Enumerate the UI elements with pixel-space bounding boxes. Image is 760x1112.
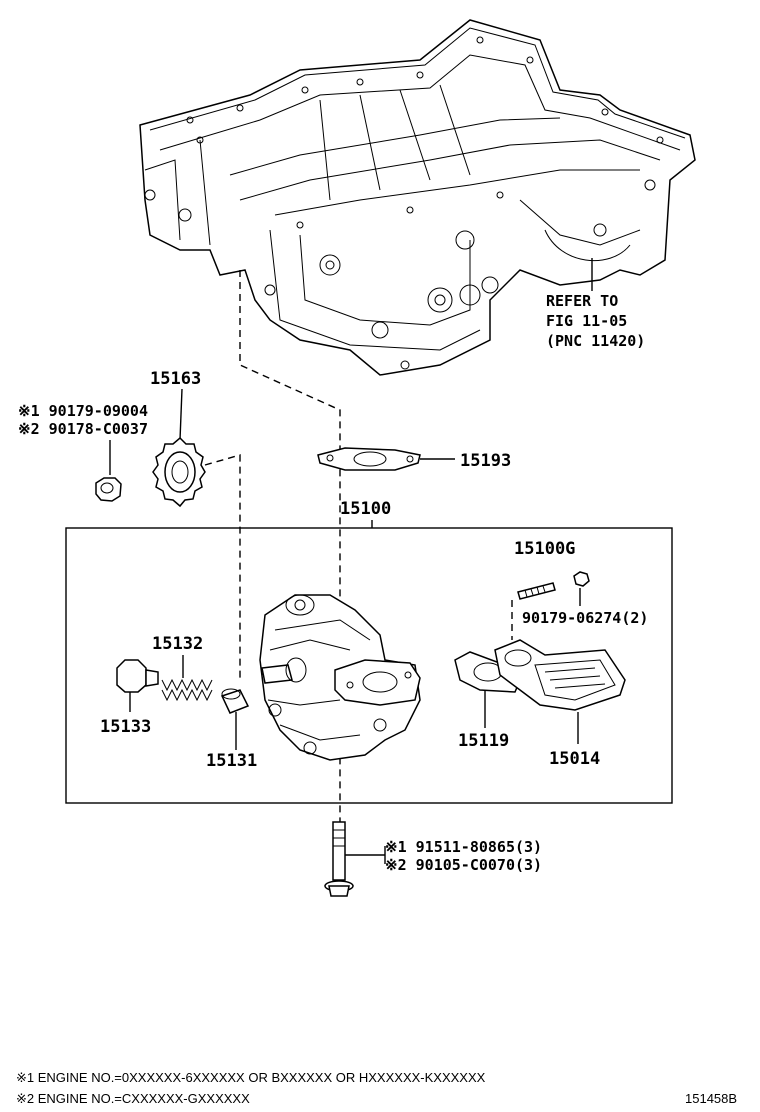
- part-label-15131: 15131: [206, 751, 257, 771]
- part-label-15014: 15014: [549, 749, 600, 769]
- part-label-15163: 15163: [150, 369, 201, 389]
- refer-pnc-label: (PNC 11420): [546, 332, 645, 350]
- oil-strainer: [494, 639, 626, 711]
- flange-bolt: [324, 821, 354, 897]
- hex-nut: [573, 571, 590, 587]
- oil-pan-illustration: [139, 19, 696, 376]
- alt-bolt-2-label: ※2 90105-C0070(3): [385, 856, 542, 874]
- refer-to-label: REFER TO: [546, 292, 618, 310]
- part-label-15100: 15100: [340, 499, 391, 519]
- nut-qty-label: 90179-06274(2): [522, 609, 648, 627]
- sprocket-gear: [152, 436, 206, 508]
- flange-nut: [95, 477, 122, 502]
- alt-nut-1-label: ※1 90179-09004: [18, 402, 148, 420]
- part-label-15119: 15119: [458, 731, 509, 751]
- part-label-15133: 15133: [100, 717, 151, 737]
- stud-bolt: [517, 582, 556, 600]
- oil-pump-body: [259, 594, 421, 761]
- footnote-engine-1: ※1 ENGINE NO.=0XXXXXX-6XXXXXX OR BXXXXXX…: [16, 1070, 486, 1085]
- figure-code: 151458B: [685, 1091, 737, 1106]
- gasket-15193: [317, 447, 421, 471]
- refer-fig-label: FIG 11-05: [546, 312, 627, 330]
- part-label-15193: 15193: [460, 451, 511, 471]
- assembly-box: [65, 527, 673, 804]
- part-label-15100G: 15100G: [514, 539, 575, 559]
- footnote-engine-2: ※2 ENGINE NO.=CXXXXXX-GXXXXXX: [16, 1091, 250, 1106]
- part-label-15132: 15132: [152, 634, 203, 654]
- relief-spring: [161, 678, 213, 702]
- relief-plug: [116, 659, 159, 693]
- pan-to-pump-guide: [239, 270, 341, 900]
- alt-bolt-1-label: ※1 91511-80865(3): [385, 838, 542, 856]
- relief-valve-piston: [220, 688, 250, 714]
- alt-nut-2-label: ※2 90178-C0037: [18, 420, 148, 438]
